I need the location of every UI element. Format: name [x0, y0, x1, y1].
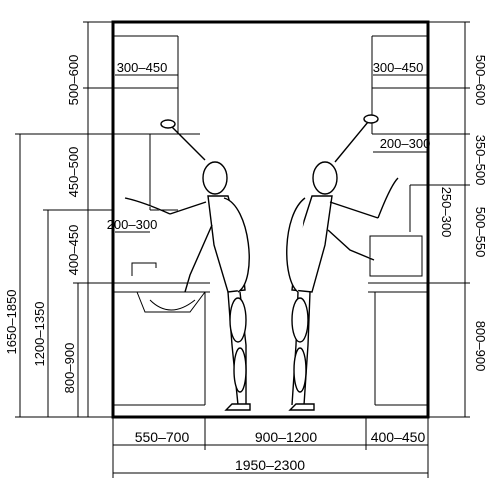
- label-left-hood-depth: 200–300: [107, 217, 158, 232]
- label-right-gap-lower: 500–550: [473, 207, 488, 258]
- label-left-gap-upper: 450–500: [66, 147, 81, 198]
- label-right-upper-cabinet: 500–600: [473, 55, 488, 106]
- right-dimension-lines: [373, 21, 470, 418]
- label-bottom-right-depth: 400–450: [371, 429, 426, 445]
- label-right-shelf-depth: 200–300: [380, 136, 431, 151]
- label-bottom-aisle: 900–1200: [255, 429, 318, 445]
- label-bottom-total: 1950–2300: [235, 457, 305, 473]
- right-cabinetry: [368, 35, 428, 406]
- label-left-gap-lower: 400–450: [66, 225, 81, 276]
- right-human-figure: [286, 114, 399, 411]
- label-left-upper-cabinet: 500–600: [66, 55, 81, 106]
- label-left-inner-height: 1200–1350: [32, 301, 47, 366]
- label-left-counter-height: 800–900: [62, 343, 77, 394]
- label-bottom-left-depth: 550–700: [135, 429, 190, 445]
- left-dimension-lines: [15, 21, 178, 418]
- label-right-counter-height: 800–900: [473, 321, 488, 372]
- label-left-outer-height: 1650–1850: [4, 289, 19, 354]
- label-right-microwave-height: 250–300: [439, 187, 454, 238]
- left-human-figure: [124, 119, 251, 411]
- label-right-upper-depth: 300–450: [373, 60, 424, 75]
- label-right-gap-upper: 350–500: [473, 135, 488, 186]
- bottom-dimension-lines: [112, 417, 429, 478]
- left-cabinetry: [113, 35, 210, 406]
- room-outline: [111, 20, 430, 419]
- label-left-upper-depth: 300–450: [117, 60, 168, 75]
